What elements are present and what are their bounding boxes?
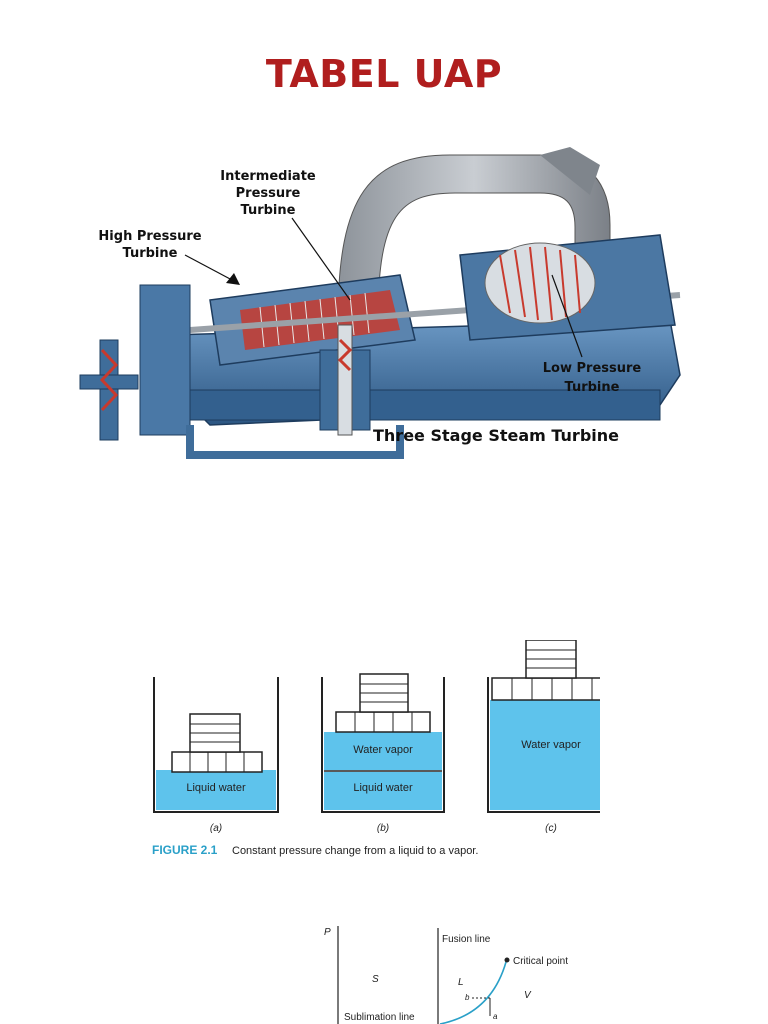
panel-c-label: (c) (545, 823, 557, 834)
lp-pointer (551, 274, 583, 358)
panel-c-cylinder: Water vapor (c) (487, 640, 600, 834)
region-v-label: V (524, 990, 532, 1001)
steam-turbine-illustration: Intermediate Pressure Turbine High Press… (79, 147, 681, 459)
sublimation-line-label: Sublimation line (344, 1012, 415, 1023)
lp-label-line2: Turbine (565, 380, 620, 395)
hp-label-line1: High Pressure (98, 229, 201, 244)
figure-caption-text: Constant pressure change from a liquid t… (232, 845, 478, 857)
inlet-valve-middle (319, 324, 371, 436)
turbine-caption: Three Stage Steam Turbine (373, 426, 619, 445)
panel-b-label: (b) (377, 823, 389, 834)
page-title: TABEL UAP (265, 52, 503, 96)
panel-c-vapor-label: Water vapor (521, 739, 581, 751)
hp-label-line2: Turbine (123, 246, 178, 261)
fusion-line-label: Fusion line (442, 934, 491, 945)
critical-point-marker (504, 957, 510, 963)
figure-2-1: Liquid water (a) Water vapor Liquid wate… (152, 640, 600, 857)
inlet-valve-left (79, 284, 191, 441)
ip-pointer (291, 217, 351, 301)
panel-a-label: (a) (210, 823, 222, 834)
figure-caption-number: FIGURE 2.1 (152, 843, 218, 857)
panel-b-liquid-label: Liquid water (353, 782, 413, 794)
panel-a-cylinder: Liquid water (a) (153, 677, 279, 834)
panel-b-cylinder: Water vapor Liquid water (b) (321, 673, 445, 834)
region-s-label: S (372, 974, 379, 985)
ip-label-line2: Pressure (236, 186, 301, 201)
phase-diagram: P Fusion line Critical point S L V b a S… (324, 926, 568, 1024)
axis-p-label: P (324, 927, 331, 938)
crossover-pipe (337, 154, 611, 321)
panel-b-vapor-label: Water vapor (353, 744, 413, 756)
point-b-label: b (465, 993, 470, 1002)
ip-label-line3: Turbine (241, 203, 296, 218)
vaporization-curve (439, 961, 507, 1024)
point-a-label: a (493, 1012, 498, 1021)
ip-label-line1: Intermediate (220, 169, 316, 184)
lp-label-line1: Low Pressure (543, 361, 642, 376)
critical-point-label: Critical point (513, 956, 568, 967)
hp-pointer (184, 254, 233, 281)
region-l-label: L (458, 977, 464, 988)
panel-a-liquid-label: Liquid water (186, 782, 246, 794)
